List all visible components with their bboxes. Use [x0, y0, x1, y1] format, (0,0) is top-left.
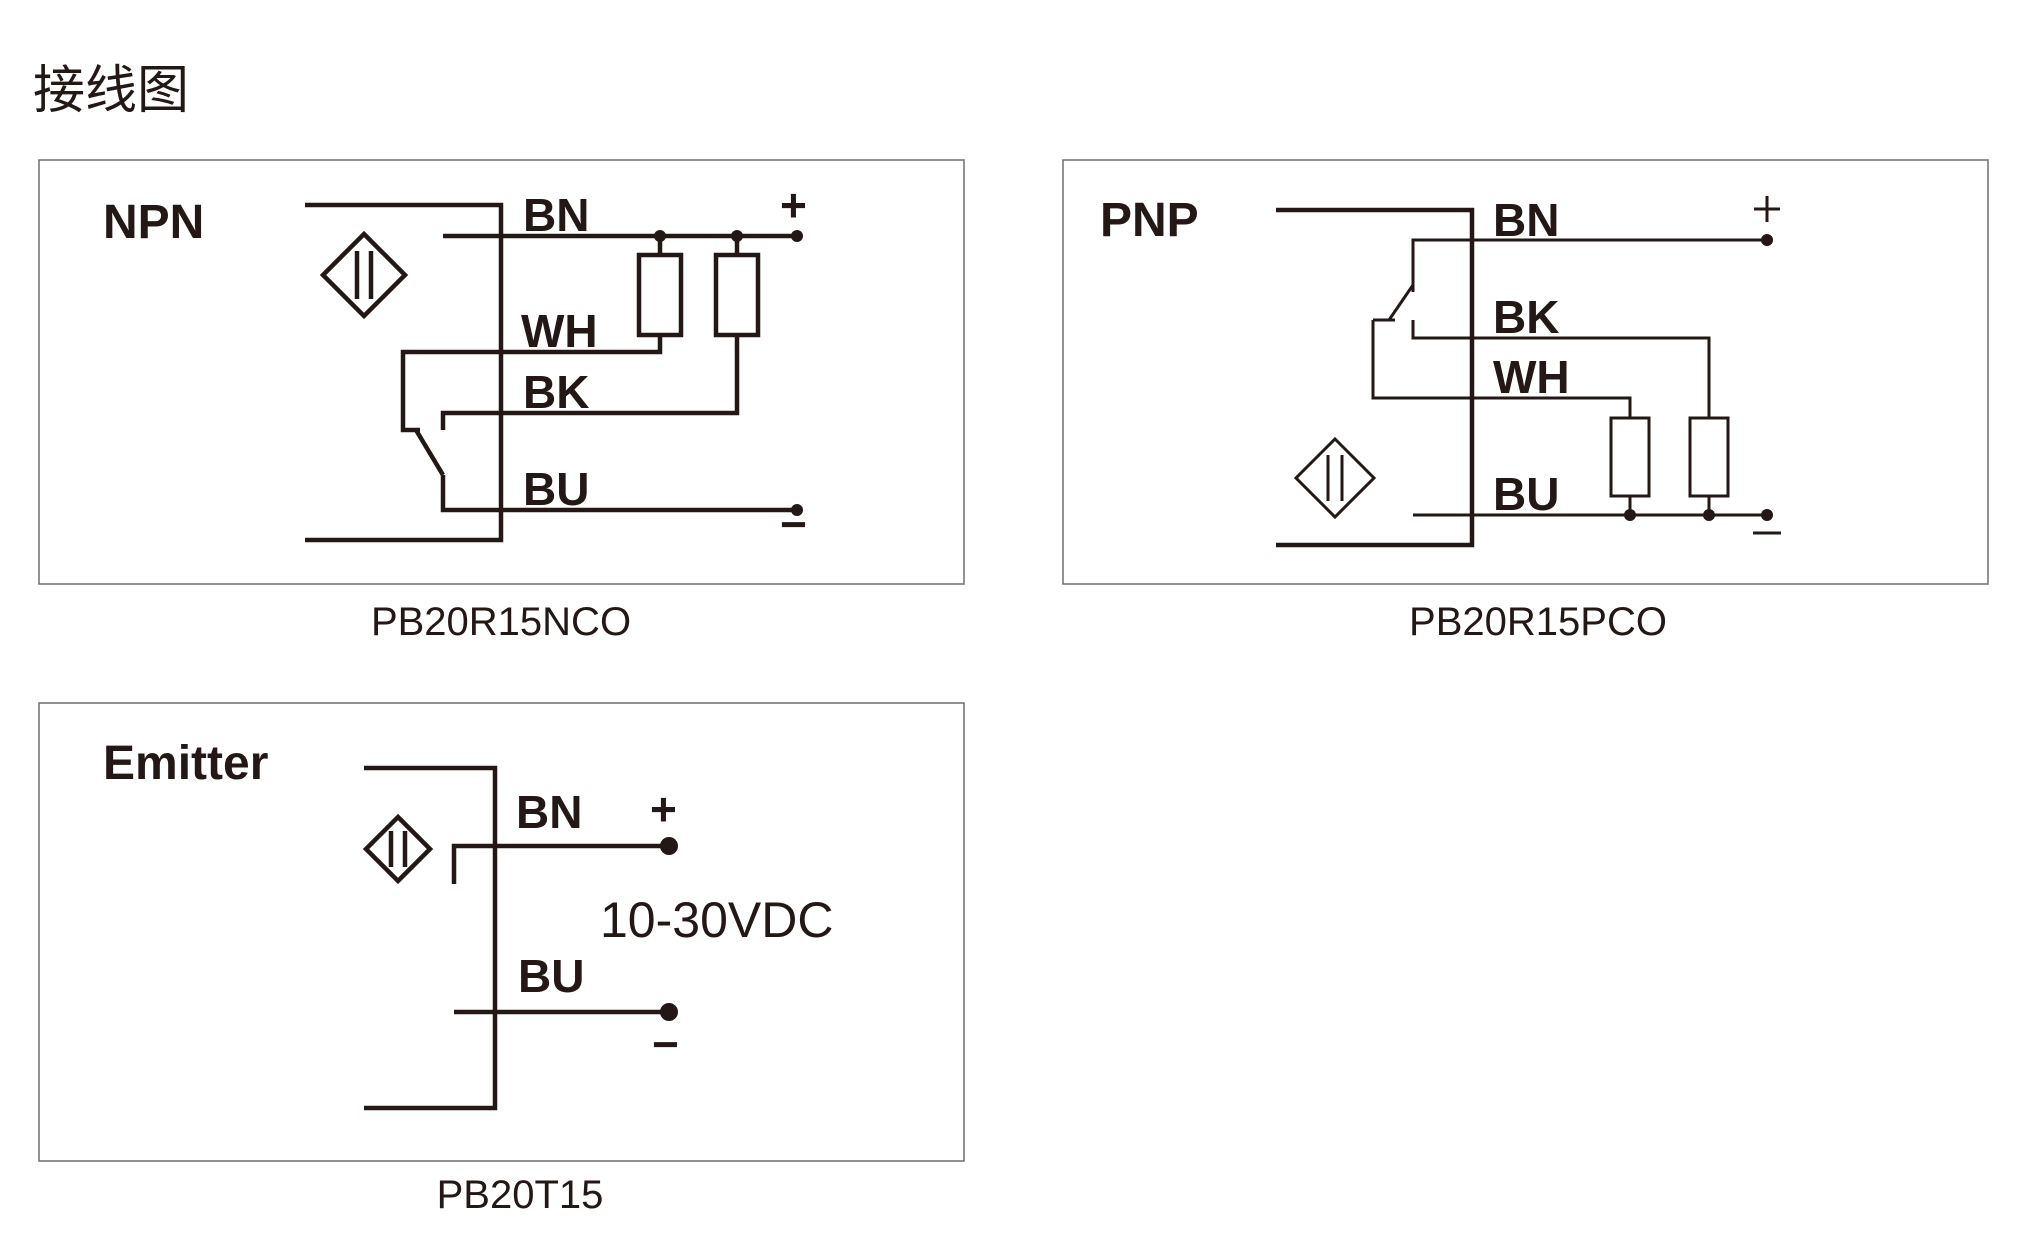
emitter-plus-sign: + [650, 783, 677, 835]
npn-diagram: NPN BN WH BK BU + − [38, 159, 965, 585]
pnp-load-resistor-2 [1688, 416, 1730, 498]
npn-bn-label: BN [523, 189, 589, 241]
npn-switch-contact [414, 428, 445, 477]
emitter-bu-label: BU [518, 950, 584, 1002]
page-title: 接线图 [33, 61, 190, 121]
npn-frame [38, 159, 965, 585]
emitter-model-caption: PB20T15 [436, 1173, 604, 1217]
npn-wh-label: WH [521, 305, 598, 357]
emitter-voltage-label: 10-30VDC [600, 892, 833, 948]
emitter-minus-sign: − [652, 1018, 679, 1070]
emitter-sensor-body [364, 765, 498, 1111]
pnp-load-resistor-1 [1609, 416, 1651, 498]
npn-wh-wire [400, 335, 663, 433]
pnp-model-caption: PB20R15PCO [1409, 600, 1667, 644]
npn-model-caption: PB20R15NCO [370, 600, 632, 644]
pnp-diagram: PNP BN B [1062, 159, 1989, 585]
npn-sensor-body [305, 202, 504, 543]
pnp-bk-wire [1411, 320, 1711, 418]
emitter-minus-terminal [660, 1003, 678, 1021]
pnp-bn-wire [1411, 238, 1767, 292]
pnp-wh-wire [1371, 320, 1632, 418]
pnp-sensor-body [1276, 207, 1475, 548]
pnp-type-label: PNP [1100, 194, 1199, 247]
emitter-diagram: Emitter BN BU 10-30VDC + − [38, 702, 965, 1162]
pnp-frame [1062, 159, 1989, 585]
pnp-bk-label: BK [1493, 291, 1559, 343]
npn-bu-label: BU [523, 463, 589, 515]
npn-bk-label: BK [523, 366, 589, 418]
emitter-plus-terminal [660, 837, 678, 855]
emitter-bn-label: BN [516, 786, 582, 838]
pnp-bn-label: BN [1493, 194, 1559, 246]
npn-bk-wire [440, 335, 740, 430]
npn-plus-terminal [791, 230, 803, 242]
pnp-minus-terminal [1761, 509, 1773, 521]
npn-plus-sign: + [780, 179, 807, 231]
pnp-plus-sign [1754, 196, 1780, 222]
pnp-bu-label: BU [1493, 468, 1559, 520]
pnp-wh-label: WH [1493, 351, 1570, 403]
emitter-type-label: Emitter [103, 737, 268, 790]
npn-load-resistor-1 [636, 252, 684, 338]
npn-sensor-symbol-icon [319, 230, 409, 320]
npn-minus-terminal [791, 504, 803, 516]
npn-minus-sign: − [780, 498, 807, 550]
npn-load-resistor-2 [713, 252, 761, 338]
npn-bu-wire [440, 475, 797, 513]
pnp-sensor-symbol-icon [1293, 436, 1377, 520]
emitter-frame [38, 702, 965, 1162]
npn-type-label: NPN [103, 196, 204, 249]
emitter-bn-wire [451, 843, 669, 884]
emitter-sensor-symbol-icon [362, 813, 434, 885]
pnp-switch-contact [1387, 284, 1415, 321]
pnp-plus-terminal [1761, 234, 1773, 246]
